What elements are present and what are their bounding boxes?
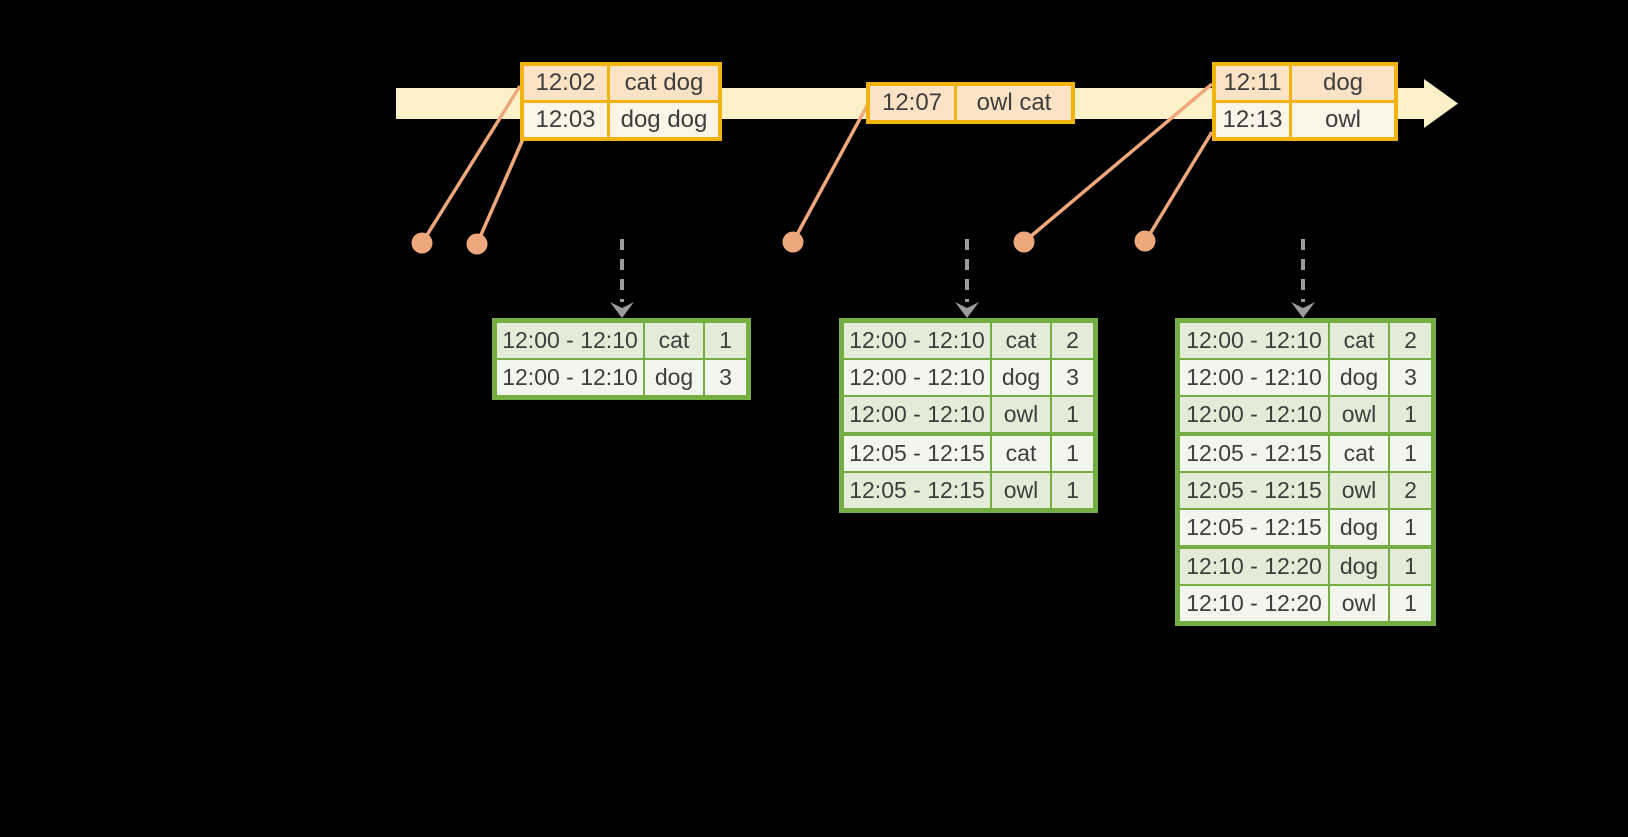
event-pointer-line [420, 85, 522, 244]
event-pointer-line [475, 138, 525, 245]
word-cell: dog [1330, 360, 1388, 395]
word-cell: owl [1330, 473, 1388, 508]
event-marker-dot [411, 232, 433, 254]
window-cell: 12:00 - 12:10 [1180, 397, 1328, 432]
count-cell: 1 [1390, 510, 1431, 545]
count-cell: 1 [1390, 586, 1431, 621]
count-cell: 1 [1052, 473, 1093, 508]
time-cell: 12:13 [1216, 103, 1289, 137]
word-cell: dog [992, 360, 1050, 395]
count-cell: 1 [1052, 397, 1093, 432]
event-pointer-line [791, 103, 870, 243]
count-cell: 2 [1052, 323, 1093, 358]
event-marker-dot [782, 231, 804, 253]
count-cell: 3 [1052, 360, 1093, 395]
word-cell: dog [1330, 549, 1388, 584]
window-cell: 12:00 - 12:10 [844, 397, 990, 432]
time-cell: 12:11 [1216, 66, 1289, 100]
words-cell: owl [1292, 103, 1394, 137]
word-cell: cat [1330, 323, 1388, 358]
down-arrow-icon [1291, 302, 1315, 318]
count-cell: 1 [1052, 436, 1093, 471]
window-cell: 12:05 - 12:15 [1180, 473, 1328, 508]
event-pointer-line [1022, 82, 1214, 244]
timeline-arrow-icon [1424, 79, 1458, 128]
word-cell: owl [992, 397, 1050, 432]
window-cell: 12:00 - 12:10 [497, 360, 643, 395]
window-cell: 12:00 - 12:10 [1180, 323, 1328, 358]
count-cell: 1 [1390, 436, 1431, 471]
count-cell: 2 [1390, 473, 1431, 508]
word-cell: owl [1330, 397, 1388, 432]
window-cell: 12:05 - 12:15 [1180, 510, 1328, 545]
word-cell: owl [992, 473, 1050, 508]
window-cell: 12:05 - 12:15 [844, 436, 990, 471]
word-cell: cat [1330, 436, 1388, 471]
count-cell: 3 [705, 360, 746, 395]
word-cell: cat [992, 323, 1050, 358]
word-cell: owl [1330, 586, 1388, 621]
count-cell: 1 [705, 323, 746, 358]
count-cell: 3 [1390, 360, 1431, 395]
window-cell: 12:00 - 12:10 [497, 323, 643, 358]
window-cell: 12:05 - 12:15 [844, 473, 990, 508]
words-cell: cat dog [610, 66, 718, 100]
event-marker-dot [1134, 230, 1156, 252]
down-arrow-icon [955, 302, 979, 318]
window-cell: 12:10 - 12:20 [1180, 549, 1328, 584]
words-cell: dog [1292, 66, 1394, 100]
event-marker-dot [1013, 231, 1035, 253]
down-arrow-icon [610, 302, 634, 318]
count-cell: 2 [1390, 323, 1431, 358]
word-cell: dog [645, 360, 703, 395]
time-cell: 12:02 [524, 66, 607, 100]
word-cell: dog [1330, 510, 1388, 545]
window-cell: 12:00 - 12:10 [844, 360, 990, 395]
words-cell: owl cat [957, 86, 1071, 120]
event-pointer-line [1143, 131, 1214, 243]
window-cell: 12:00 - 12:10 [1180, 360, 1328, 395]
time-cell: 12:07 [870, 86, 954, 120]
window-cell: 12:10 - 12:20 [1180, 586, 1328, 621]
count-cell: 1 [1390, 549, 1431, 584]
word-cell: cat [992, 436, 1050, 471]
window-cell: 12:00 - 12:10 [844, 323, 990, 358]
event-marker-dot [466, 233, 488, 255]
count-cell: 1 [1390, 397, 1431, 432]
time-cell: 12:03 [524, 103, 607, 137]
words-cell: dog dog [610, 103, 718, 137]
word-cell: cat [645, 323, 703, 358]
window-cell: 12:05 - 12:15 [1180, 436, 1328, 471]
